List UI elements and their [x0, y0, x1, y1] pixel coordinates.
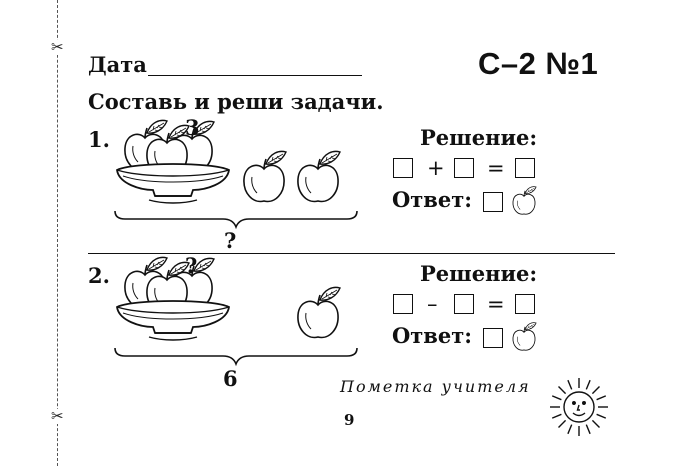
page-number: 9 — [344, 411, 355, 429]
answer-box[interactable] — [393, 158, 413, 178]
apple-icon — [297, 286, 341, 339]
apple-icon — [297, 150, 341, 203]
apple-icon — [243, 150, 287, 203]
sun-icon — [550, 378, 608, 436]
answer-label: Ответ: — [392, 323, 473, 348]
answer-box[interactable] — [515, 294, 535, 314]
brace — [114, 347, 358, 367]
answer-box[interactable] — [454, 294, 474, 314]
plus-sign: + — [427, 156, 445, 180]
apple-icon — [512, 186, 537, 215]
answer-box[interactable] — [515, 158, 535, 178]
answer-box[interactable] — [393, 294, 413, 314]
divider — [88, 253, 615, 254]
solution-label: Решение: — [420, 125, 538, 150]
answer-box[interactable] — [483, 328, 503, 348]
bottom-label: 6 — [223, 366, 238, 391]
date-label: Дата — [88, 52, 147, 77]
answer-box[interactable] — [454, 158, 474, 178]
instruction: Составь и реши задачи. — [88, 89, 384, 114]
problem-number: 1. — [88, 127, 110, 152]
bottom-label: ? — [224, 228, 237, 253]
problem-number: 2. — [88, 263, 110, 288]
brace — [114, 210, 358, 230]
bowl-icon — [113, 255, 243, 350]
bowl-icon — [113, 118, 243, 213]
equals-sign: = — [487, 156, 505, 180]
apple-icon — [512, 322, 537, 351]
answer-box[interactable] — [483, 192, 503, 212]
minus-sign: – — [427, 292, 438, 316]
scissors-icon: ✂ — [51, 38, 64, 56]
date-field[interactable] — [148, 75, 362, 76]
top-label: 3 — [185, 115, 200, 140]
scissors-icon: ✂ — [51, 407, 64, 425]
cut-line — [57, 0, 58, 466]
solution-label: Решение: — [420, 261, 538, 286]
answer-label: Ответ: — [392, 187, 473, 212]
top-label: ? — [185, 253, 198, 278]
worksheet-code: С–2 №1 — [478, 46, 599, 81]
teacher-mark-label: Пометка учителя — [340, 377, 531, 396]
equals-sign: = — [487, 292, 505, 316]
